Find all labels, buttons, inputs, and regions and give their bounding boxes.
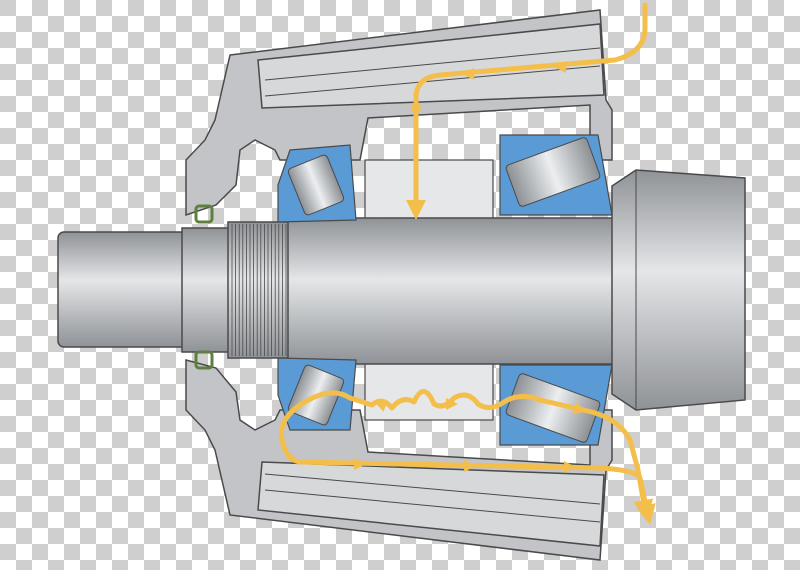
flow-arrow-icon (374, 400, 388, 412)
oil-return-path (278, 402, 656, 525)
bearing-left-upper (277, 144, 357, 223)
seal-lower (194, 350, 214, 370)
thread-lines (231, 224, 287, 356)
oil-right-bearing-path (589, 409, 654, 520)
flow-arrows (354, 61, 586, 473)
roller-right-upper (505, 137, 601, 207)
shaft (57, 169, 746, 411)
seal-upper (194, 204, 214, 224)
flow-arrow-icon (554, 61, 566, 73)
shaft-main (287, 217, 619, 365)
flow-arrow-icon (564, 461, 576, 473)
spacer-sleeve-lower (364, 359, 494, 421)
flow-arrow-icon (572, 402, 586, 414)
bearing-right-upper (499, 134, 613, 216)
flow-arrow-icon (410, 106, 422, 118)
flow-arrow-icon (446, 398, 458, 410)
threaded-section (227, 221, 291, 359)
spacer-sleeve-upper (364, 159, 494, 221)
flow-arrow-icon (464, 460, 476, 472)
flow-arrow-icon (462, 68, 474, 80)
roller-right-lower (505, 373, 601, 443)
shaft-taper (611, 169, 746, 411)
shaft-collar (181, 227, 233, 353)
flow-arrow-icon (354, 458, 366, 470)
shaft-stub (57, 231, 187, 348)
roller-left-upper (287, 154, 345, 216)
housing-upper (185, 9, 613, 217)
oil-inlet-path (413, 2, 648, 123)
